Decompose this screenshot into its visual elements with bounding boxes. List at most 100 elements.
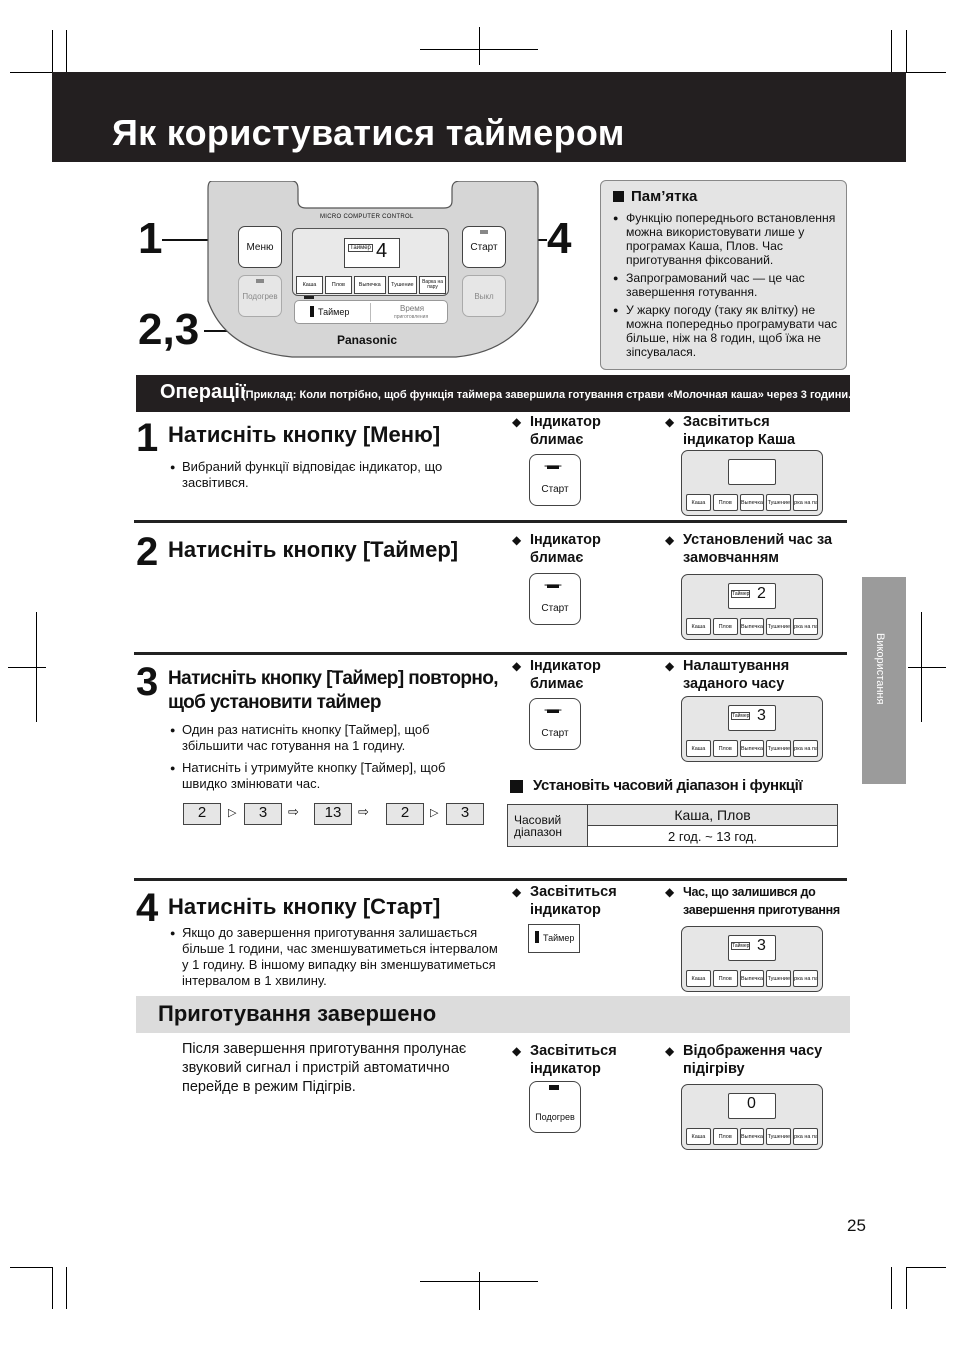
lcd-timer-label: Таймер [348, 244, 373, 252]
diamond-icon: ◆ [512, 885, 522, 899]
crop-mark [906, 72, 946, 73]
step-number: 4 [136, 886, 159, 930]
diamond-icon: ◆ [512, 415, 522, 429]
off-button[interactable]: Выкл [462, 275, 506, 317]
step-number: 3 [136, 660, 159, 704]
indicator-label: ◆ Засвітиться індикатор [512, 1042, 632, 1078]
side-tab-label: Використання [874, 633, 886, 705]
diamond-icon: ◆ [665, 885, 674, 899]
divider-rule [134, 652, 847, 655]
lcd-screen: Таймер 4 [344, 238, 400, 268]
lcd-screen-blank [728, 459, 776, 485]
step-bullet-text: Якщо до завершення приготування залишаєт… [182, 925, 498, 988]
blink-icon: -▬- [544, 577, 562, 591]
crop-mark [908, 667, 946, 668]
memo-item: У жарку погоду (таку як влітку) не можна… [611, 303, 843, 359]
memo-title: Пам’ятка [631, 188, 698, 205]
page-number: 25 [847, 1216, 866, 1235]
callout-2-3: 2,3 [138, 305, 200, 354]
indicator-label-text: Засвітиться індикатор [530, 884, 617, 918]
step-bullet: ●Якщо до завершення приготування залишає… [170, 925, 498, 988]
page-header [52, 72, 906, 162]
indicator-label: ◆Час, що залишився до завершення приготу… [665, 883, 845, 919]
crop-mark [52, 1267, 53, 1309]
page-title: Як користуватися таймером [112, 112, 625, 153]
indicator-label-text: Засвітиться індикатор [530, 1043, 617, 1077]
double-arrow-icon: ⇨ [358, 804, 369, 819]
arrow-icon: ▷ [228, 807, 237, 819]
range-table: Часовий діапазон Каша, Плов 2 год. ~ 13 … [507, 804, 838, 847]
panel-model-text: MICRO COMPUTER CONTROL [320, 214, 414, 220]
memo-item: Запрограмований час — це час завершення … [611, 271, 843, 299]
timer-button[interactable]: Таймер [318, 307, 350, 317]
indicator-label: ◆Індикатор блимає [512, 657, 622, 693]
arrow-icon: ▷ [430, 807, 439, 819]
cooking-complete-title: Приготування завершено [158, 1001, 437, 1026]
indicator-label: ◆Установлений час за замовчанням [665, 531, 845, 567]
operations-note: (Приклад: Коли потрібно, щоб функція тай… [242, 389, 855, 401]
crop-mark [10, 1267, 52, 1268]
menu-item-vypechka[interactable]: Выпечка [353, 276, 386, 294]
step-bullet: ●Натисніть і утримуйте кнопку [Таймер], … [170, 760, 446, 791]
square-icon [510, 780, 523, 793]
lcd-digit: 3 [757, 937, 766, 954]
start-button-illustration: Старт [529, 698, 581, 750]
diamond-icon: ◆ [512, 1044, 522, 1058]
diamond-icon: ◆ [665, 415, 675, 429]
indicator-label-text: Індикатор блимає [530, 532, 601, 566]
operations-title: Операції [160, 381, 246, 403]
divider [370, 303, 371, 322]
indicator-label-text: Налаштування заданого часу [683, 658, 790, 692]
memo-box: Пам’ятка Функцію попереднього встановлен… [600, 180, 847, 370]
diamond-icon: ◆ [665, 533, 675, 547]
cooking-complete-bar: Приготування завершено [136, 996, 850, 1033]
lcd-screen: 0 [728, 1093, 776, 1119]
menu-selector-row: Каша Плов Выпечка Тушение Варка на пару [296, 276, 446, 294]
menu-item-steam[interactable]: Варка на пару [419, 276, 446, 294]
indicator-label-text: Засвітиться індикатор Каша [683, 414, 796, 448]
divider-rule [134, 878, 847, 881]
crop-mark [10, 72, 52, 73]
crop-mark [52, 30, 53, 72]
indicator-label: ◆ Засвітиться індикатор [512, 883, 632, 919]
indicator-label: ◆ Засвітиться індикатор Каша [665, 413, 835, 449]
time-button[interactable]: Время [400, 304, 425, 313]
range-value: 2 год. ~ 13 год. [587, 825, 838, 847]
crop-mark [420, 49, 538, 50]
crop-mark [891, 1267, 892, 1309]
crop-mark [891, 30, 892, 72]
lcd-digit: 3 [757, 707, 766, 724]
step-bullet-text: Натисніть і утримуйте кнопку [Таймер], щ… [182, 760, 446, 791]
memo-item: Функцію попереднього встановлення можна … [611, 211, 843, 267]
menu-item-plov[interactable]: Плов [324, 276, 352, 294]
diamond-icon: ◆ [512, 533, 522, 547]
divider-rule [134, 520, 847, 523]
lcd-digit: 2 [757, 585, 766, 602]
double-arrow-icon: ⇨ [288, 804, 299, 819]
step-bullet-text: Вибраний функції відповідає індикатор, щ… [182, 459, 443, 490]
step-heading: Натисніть кнопку [Меню] [168, 422, 441, 447]
menu-item-tushenie[interactable]: Тушение [387, 276, 418, 294]
menu-item-kasha[interactable]: Каша [296, 276, 323, 294]
brand-logo: Panasonic [337, 333, 398, 347]
range-title: Установіть часовий діапазон і функції [533, 777, 803, 794]
indicator-label: ◆Відображення часу підігріву [665, 1042, 845, 1078]
step-bullet: ●Один раз натисніть кнопку [Таймер], щоб… [170, 722, 430, 753]
menu-button[interactable]: Меню [238, 226, 282, 268]
crop-mark [420, 1281, 538, 1282]
memo-list: Функцію попереднього встановлення можна … [611, 211, 843, 363]
keepwarm-indicator [549, 1085, 559, 1090]
step-number: 2 [136, 530, 159, 574]
crop-mark [66, 30, 67, 72]
blink-icon: -▬- [544, 458, 562, 472]
seq-display: 2 [386, 803, 424, 825]
step-heading: Натисніть кнопку [Старт] [168, 894, 441, 919]
diamond-icon: ◆ [665, 659, 675, 673]
blink-icon: -▬- [544, 702, 562, 716]
